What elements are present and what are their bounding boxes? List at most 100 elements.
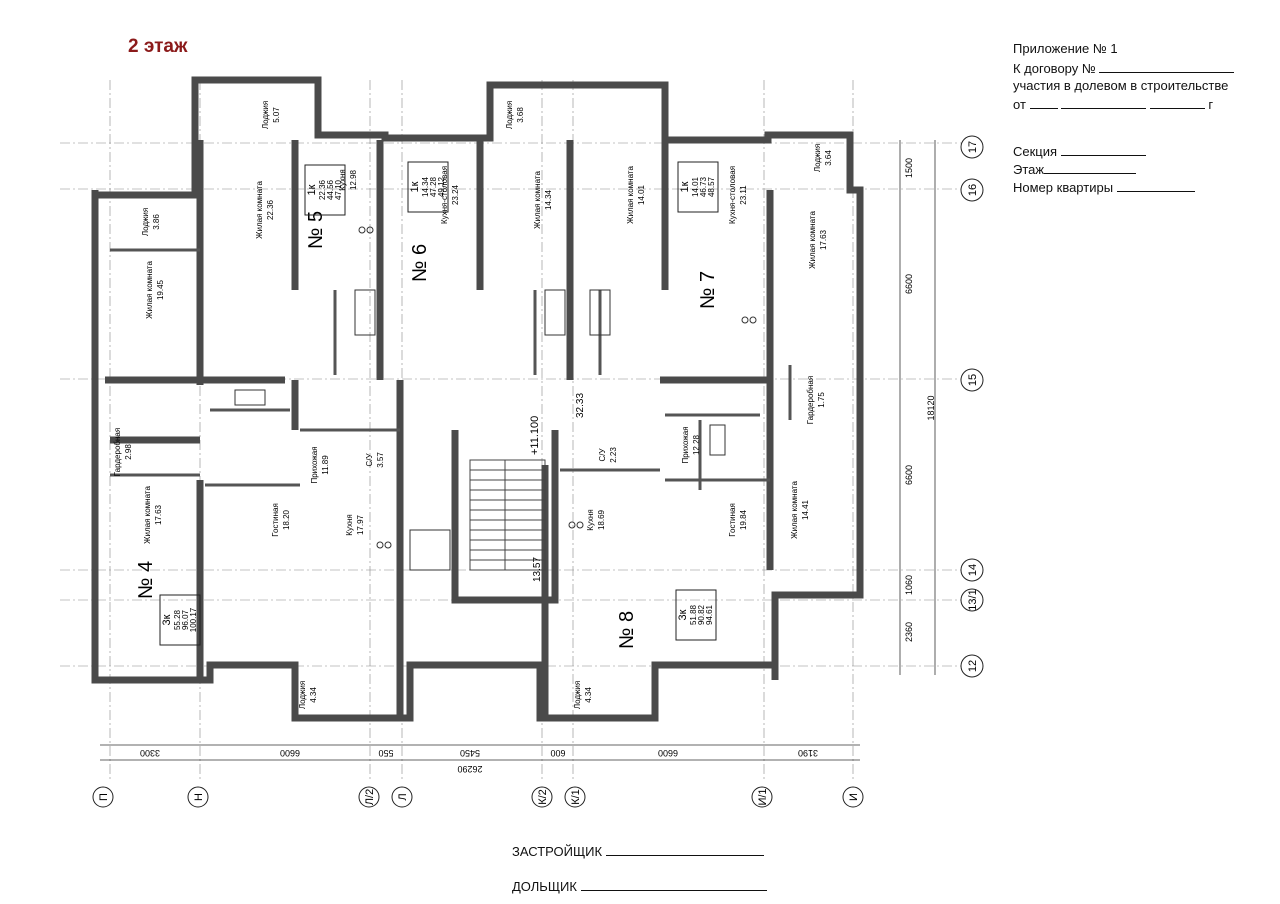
room-name: Жилая комната bbox=[255, 181, 264, 239]
axis-marker: К/2 bbox=[531, 786, 553, 808]
room-name: Гостиная bbox=[271, 503, 280, 537]
room-name: Гостиная bbox=[728, 503, 737, 537]
axis-label: 14 bbox=[967, 564, 979, 576]
apartment-area: 49.12 bbox=[437, 176, 446, 197]
axis-label: К/2 bbox=[537, 789, 549, 805]
axis-marker: П bbox=[92, 786, 114, 808]
axis-label: Л/2 bbox=[364, 789, 376, 805]
room-name: Гардеробная bbox=[806, 376, 815, 424]
room-area: 12.98 bbox=[349, 169, 358, 190]
contract-label: К договору № bbox=[1013, 60, 1235, 76]
apartment-area: 48.57 bbox=[707, 176, 716, 197]
dimension-label: 6600 bbox=[904, 274, 914, 294]
axis-marker: Л/2 bbox=[358, 786, 380, 808]
axis-marker: 14 bbox=[960, 558, 984, 582]
axis-label: 17 bbox=[967, 141, 979, 153]
date-day-line bbox=[1029, 96, 1058, 109]
room-area: 19.84 bbox=[739, 509, 748, 530]
axis-label: Н bbox=[193, 793, 205, 801]
inner-walls bbox=[110, 248, 792, 490]
axis-marker: Н bbox=[187, 786, 209, 808]
room-name: Прихожая bbox=[310, 446, 319, 483]
room-area: 4.34 bbox=[584, 687, 593, 703]
dimension-label: 5450 bbox=[460, 748, 480, 758]
room-area: 23.11 bbox=[739, 185, 748, 205]
room-name: Жилая комната bbox=[143, 486, 152, 544]
room-name: Лоджия bbox=[261, 101, 270, 129]
room-area: 14.41 bbox=[801, 499, 810, 520]
axis-label: П bbox=[98, 793, 110, 801]
dimension-label: 3300 bbox=[140, 748, 160, 758]
room-area: 5.07 bbox=[272, 107, 281, 123]
apartment-area: 90.82 bbox=[697, 604, 706, 625]
apartment-number-text: Номер квартиры bbox=[1013, 180, 1114, 195]
axis-label: И/1 bbox=[757, 788, 769, 805]
corridor-area: 32.33 bbox=[575, 393, 586, 418]
room-name: Прихожая bbox=[681, 426, 690, 463]
room-area: 3.57 bbox=[376, 452, 385, 468]
section-label: Секция bbox=[1013, 143, 1146, 159]
room-area: 17.63 bbox=[819, 229, 828, 250]
room-area: 14.01 bbox=[637, 184, 646, 205]
room-area: 17.97 bbox=[356, 514, 365, 535]
room-name: Кухня bbox=[338, 169, 347, 190]
apartment-number: № 4 bbox=[135, 561, 157, 599]
apartment-number: № 6 bbox=[409, 244, 431, 282]
room-area: 3.68 bbox=[516, 107, 525, 123]
apartment-area: 44.56 bbox=[326, 179, 335, 200]
apartment-rooms: 3к bbox=[161, 614, 173, 625]
room-area: 3.86 bbox=[152, 214, 161, 230]
shareholder-line bbox=[580, 878, 767, 891]
room-area: 4.34 bbox=[309, 687, 318, 703]
dimension-total: 26290 bbox=[457, 764, 482, 774]
dimension-total: 18120 bbox=[926, 395, 936, 420]
apartment-area: 100.17 bbox=[189, 607, 198, 632]
axis-marker: Л bbox=[391, 786, 413, 808]
apartment-area: 47.28 bbox=[429, 176, 438, 197]
axis-label: 16 bbox=[967, 184, 979, 196]
floor-line bbox=[1044, 161, 1137, 174]
axis-label: 12 bbox=[967, 660, 979, 672]
floor-text: Этаж bbox=[1013, 162, 1045, 177]
section-line bbox=[1060, 143, 1146, 156]
axis-marker: И bbox=[842, 786, 864, 808]
room-name: Кухня bbox=[586, 509, 595, 530]
shareholder-signature: ДОЛЬЩИК bbox=[512, 878, 767, 894]
apartment-area: 94.61 bbox=[705, 604, 714, 625]
elevation-label: +11.100 bbox=[529, 416, 541, 455]
axis-marker: И/1 bbox=[751, 786, 773, 808]
room-name: Гардеробная bbox=[113, 428, 122, 476]
room-area: 23.24 bbox=[451, 184, 460, 205]
room-name: Лоджия bbox=[813, 144, 822, 172]
dimension-label: 550 bbox=[378, 748, 393, 758]
floor-title: 2 этаж bbox=[128, 36, 188, 57]
room-area: 19.45 bbox=[156, 279, 165, 300]
date-year: г bbox=[1208, 97, 1214, 112]
axis-marker: 16 bbox=[960, 178, 984, 202]
apartment-rooms: 1к bbox=[409, 181, 421, 192]
apartment-area: 14.01 bbox=[691, 176, 700, 197]
date-line: от г bbox=[1013, 96, 1213, 112]
room-area: 3.64 bbox=[824, 150, 833, 166]
room-area: 14.34 bbox=[544, 189, 553, 210]
apartment-area: 22.36 bbox=[318, 179, 327, 200]
date-month-line bbox=[1061, 96, 1147, 109]
apartment-number-label: Номер квартиры bbox=[1013, 179, 1195, 195]
